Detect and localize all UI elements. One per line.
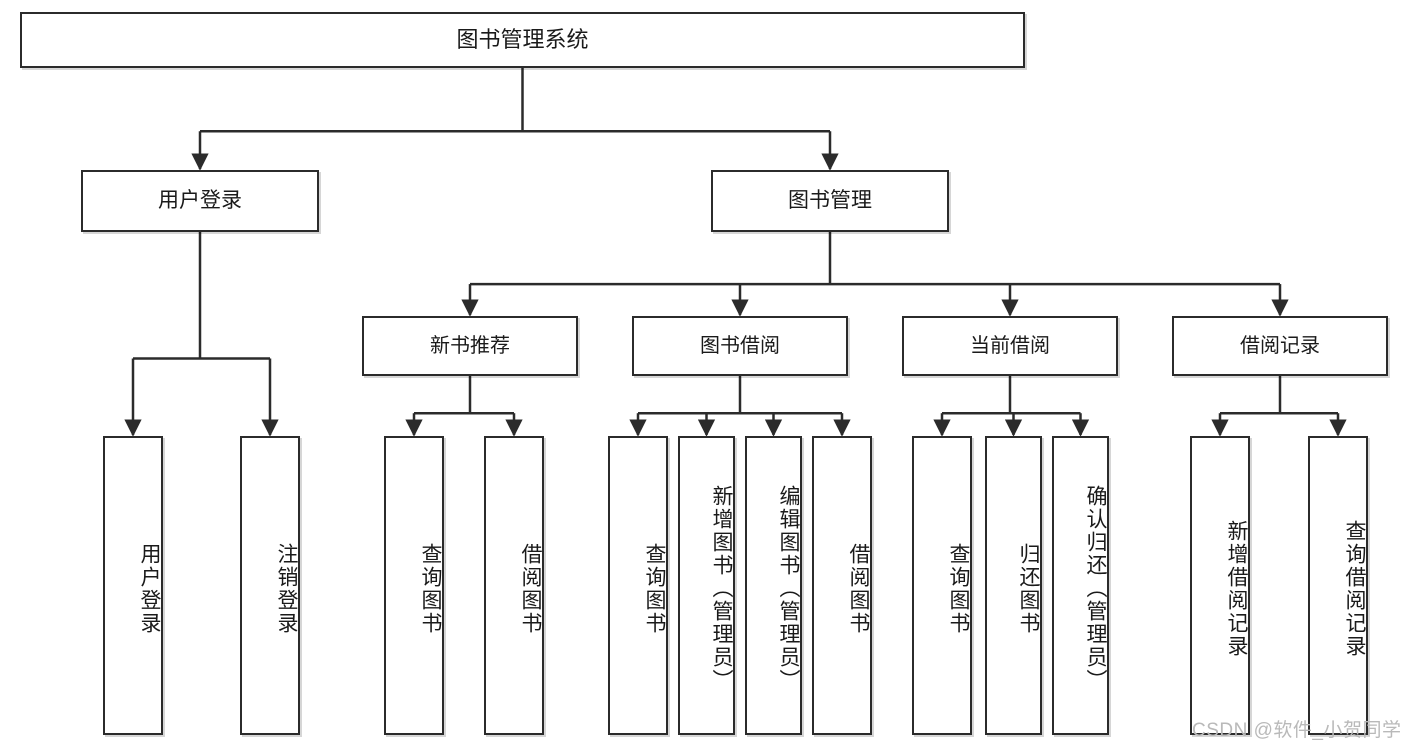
node-label: 当前借阅 [970, 334, 1050, 357]
node-label: 查询图书 [643, 542, 666, 635]
node-lf-login-2[interactable]: 注销登录 [240, 436, 300, 735]
node-label: 查询图书 [947, 542, 970, 635]
node-label: 图书借阅 [700, 334, 780, 357]
node-label: 用户登录 [158, 188, 242, 212]
node-l3-current[interactable]: 当前借阅 [902, 316, 1118, 376]
node-lf-rec-2[interactable]: 查询借阅记录 [1308, 436, 1368, 735]
node-lf-bor-1[interactable]: 查询图书 [608, 436, 668, 735]
node-l2-manage[interactable]: 图书管理 [711, 170, 949, 232]
node-lf-cur-2[interactable]: 归还图书 [985, 436, 1042, 735]
node-label: 编辑图书（管理员） [777, 485, 800, 692]
node-label: 注销登录 [275, 542, 298, 635]
node-l2-login[interactable]: 用户登录 [81, 170, 319, 232]
node-label: 新增借阅记录 [1225, 519, 1248, 658]
node-label: 查询图书 [419, 542, 442, 635]
node-lf-rec-1[interactable]: 新增借阅记录 [1190, 436, 1250, 735]
node-lf-bor-4[interactable]: 借阅图书 [812, 436, 872, 735]
node-lf-bor-3[interactable]: 编辑图书（管理员） [745, 436, 802, 735]
node-lf-login-1[interactable]: 用户登录 [103, 436, 163, 735]
node-label: 图书管理 [788, 188, 872, 212]
node-l3-borrow[interactable]: 图书借阅 [632, 316, 848, 376]
node-l3-newbook[interactable]: 新书推荐 [362, 316, 578, 376]
node-label: 借阅图书 [847, 542, 870, 635]
node-lf-new-2[interactable]: 借阅图书 [484, 436, 544, 735]
node-label: 图书管理系统 [456, 27, 589, 53]
node-label: 借阅记录 [1240, 334, 1320, 357]
watermark: CSDN @软件_小贺同学 [1192, 720, 1402, 741]
node-label: 查询借阅记录 [1343, 519, 1366, 658]
node-lf-bor-2[interactable]: 新增图书（管理员） [678, 436, 735, 735]
node-root[interactable]: 图书管理系统 [20, 12, 1025, 68]
node-label: 新书推荐 [430, 334, 510, 357]
node-lf-cur-3[interactable]: 确认归还（管理员） [1052, 436, 1109, 735]
node-lf-new-1[interactable]: 查询图书 [384, 436, 444, 735]
node-label: 新增图书（管理员） [710, 485, 733, 692]
node-label: 归还图书 [1017, 542, 1040, 635]
node-label: 确认归还（管理员） [1084, 485, 1107, 692]
node-lf-cur-1[interactable]: 查询图书 [912, 436, 972, 735]
node-label: 用户登录 [138, 542, 161, 635]
node-label: 借阅图书 [519, 542, 542, 635]
node-l3-record[interactable]: 借阅记录 [1172, 316, 1388, 376]
